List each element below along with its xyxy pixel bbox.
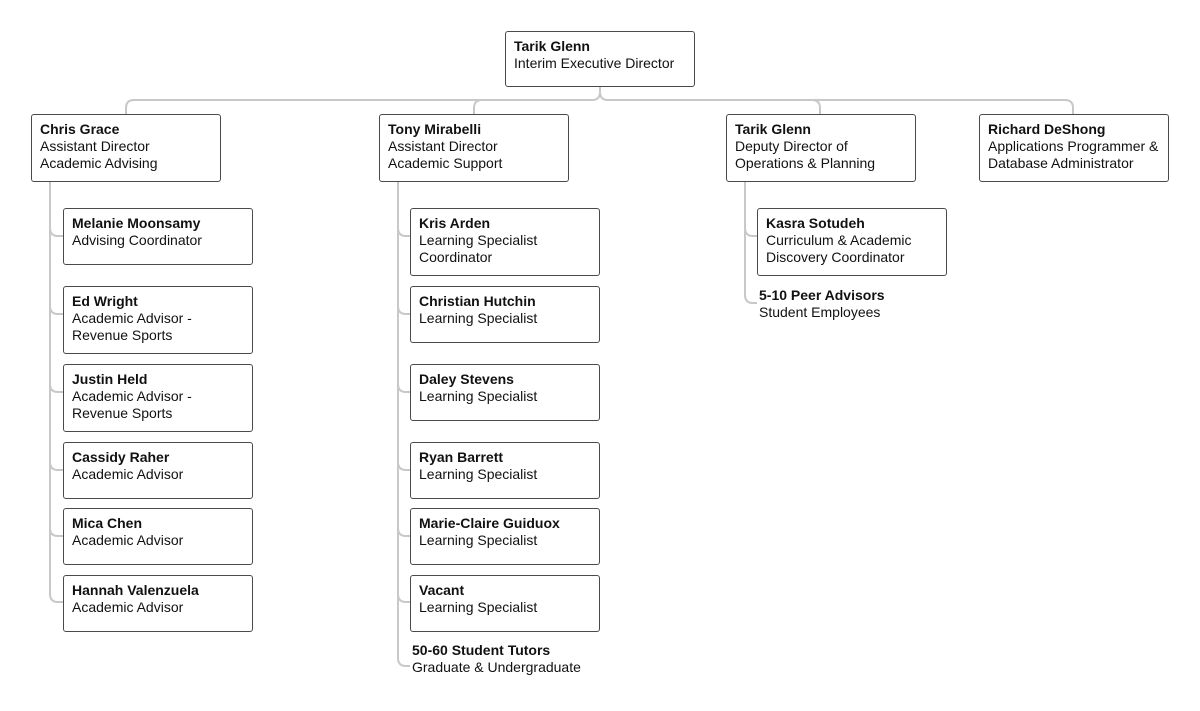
node-name: Kris Arden bbox=[419, 215, 491, 231]
node-role: Learning Specialist bbox=[419, 388, 538, 404]
node-name: Ryan Barrett bbox=[419, 449, 504, 465]
connector-support bbox=[397, 181, 410, 667]
node-role: Advising Coordinator bbox=[72, 232, 202, 248]
node-role: Learning Specialist Coordinator bbox=[419, 232, 538, 265]
connector-advising bbox=[49, 181, 63, 603]
node-name: Chris Grace bbox=[40, 121, 120, 137]
node-role: Applications Programmer & Database Admin… bbox=[988, 138, 1159, 171]
node-role: Academic Advisor - Revenue Sports bbox=[72, 310, 192, 343]
node-name: Daley Stevens bbox=[419, 371, 514, 387]
node-name: Kasra Sotudeh bbox=[766, 215, 865, 231]
node-deputy-director: Tarik Glenn Deputy Director of Operation… bbox=[726, 114, 916, 182]
node-name: 5-10 Peer Advisors bbox=[759, 287, 885, 303]
node-role: Curriculum & Academic Discovery Coordina… bbox=[766, 232, 912, 265]
node-role: Academic Advisor bbox=[72, 599, 184, 615]
node-assistant-director-support: Tony Mirabelli Assistant Director Academ… bbox=[379, 114, 569, 182]
node-role: Interim Executive Director bbox=[514, 55, 675, 71]
node-support-staff: Marie-Claire Guiduox Learning Specialist bbox=[410, 508, 600, 565]
node-name: Tony Mirabelli bbox=[388, 121, 482, 137]
connector-operations bbox=[744, 181, 757, 304]
node-role: Learning Specialist bbox=[419, 599, 538, 615]
node-name: Melanie Moonsamy bbox=[72, 215, 201, 231]
node-advising-staff: Cassidy Raher Academic Advisor bbox=[63, 442, 253, 499]
node-database-administrator: Richard DeShong Applications Programmer … bbox=[979, 114, 1169, 182]
node-student-tutors: 50-60 Student Tutors Graduate & Undergra… bbox=[412, 642, 581, 676]
node-role: Graduate & Undergraduate bbox=[412, 659, 581, 675]
node-support-staff: Vacant Learning Specialist bbox=[410, 575, 600, 632]
node-operations-staff: Kasra Sotudeh Curriculum & Academic Disc… bbox=[757, 208, 947, 276]
node-name: Ed Wright bbox=[72, 293, 138, 309]
node-role: Deputy Director of Operations & Planning bbox=[735, 138, 876, 171]
node-name: Christian Hutchin bbox=[419, 293, 536, 309]
node-name: Cassidy Raher bbox=[72, 449, 170, 465]
node-name: Marie-Claire Guiduox bbox=[419, 515, 560, 531]
node-advising-staff: Hannah Valenzuela Academic Advisor bbox=[63, 575, 253, 632]
node-support-staff: Daley Stevens Learning Specialist bbox=[410, 364, 600, 421]
node-peer-advisors: 5-10 Peer Advisors Student Employees bbox=[759, 287, 885, 321]
node-name: Mica Chen bbox=[72, 515, 143, 531]
node-role: Assistant Director Academic Advising bbox=[40, 138, 158, 171]
node-assistant-director-advising: Chris Grace Assistant Director Academic … bbox=[31, 114, 221, 182]
node-role: Academic Advisor bbox=[72, 532, 184, 548]
node-name: Tarik Glenn bbox=[514, 38, 590, 54]
connector-top-bus bbox=[125, 86, 1074, 114]
node-role: Academic Advisor - Revenue Sports bbox=[72, 388, 192, 421]
node-name: Richard DeShong bbox=[988, 121, 1106, 137]
node-support-staff: Kris Arden Learning Specialist Coordinat… bbox=[410, 208, 600, 276]
node-interim-executive-director: Tarik Glenn Interim Executive Director bbox=[505, 31, 695, 87]
node-name: Tarik Glenn bbox=[735, 121, 811, 137]
node-advising-staff: Ed Wright Academic Advisor - Revenue Spo… bbox=[63, 286, 253, 354]
node-role: Learning Specialist bbox=[419, 310, 538, 326]
node-name: Vacant bbox=[419, 582, 465, 598]
node-advising-staff: Justin Held Academic Advisor - Revenue S… bbox=[63, 364, 253, 432]
node-name: Justin Held bbox=[72, 371, 148, 387]
node-role: Student Employees bbox=[759, 304, 881, 320]
node-support-staff: Ryan Barrett Learning Specialist bbox=[410, 442, 600, 499]
node-role: Learning Specialist bbox=[419, 466, 538, 482]
node-role: Assistant Director Academic Support bbox=[388, 138, 503, 171]
node-name: Hannah Valenzuela bbox=[72, 582, 199, 598]
node-role: Academic Advisor bbox=[72, 466, 184, 482]
node-support-staff: Christian Hutchin Learning Specialist bbox=[410, 286, 600, 343]
node-advising-staff: Melanie Moonsamy Advising Coordinator bbox=[63, 208, 253, 265]
node-role: Learning Specialist bbox=[419, 532, 538, 548]
node-name: 50-60 Student Tutors bbox=[412, 642, 551, 658]
node-advising-staff: Mica Chen Academic Advisor bbox=[63, 508, 253, 565]
